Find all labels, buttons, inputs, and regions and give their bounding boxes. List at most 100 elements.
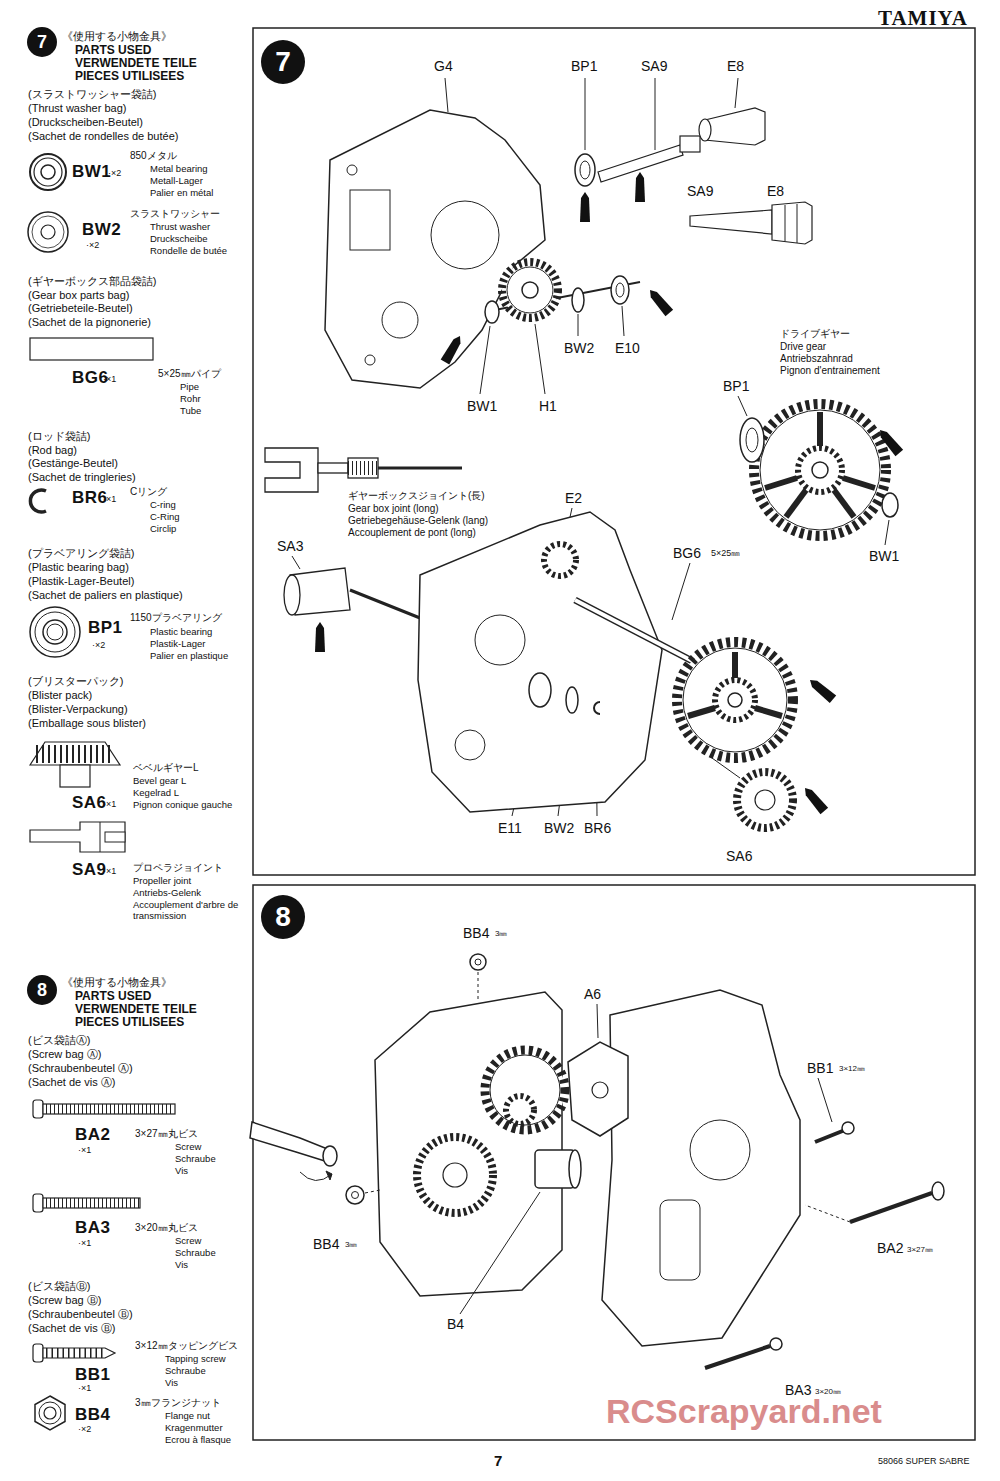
step-panel xyxy=(253,28,975,875)
quantity: ·×1 xyxy=(103,374,116,384)
leader-line xyxy=(326,1171,332,1180)
part-code: BG6 xyxy=(72,368,108,388)
gear-parts xyxy=(882,493,898,517)
grease-marker xyxy=(807,676,836,703)
part-note: Schraube xyxy=(165,1366,206,1377)
leader-line xyxy=(622,306,624,336)
gearbox-housing xyxy=(594,702,600,714)
gearbox-housing xyxy=(737,772,793,828)
part-note: (Screw bag Ⓐ) xyxy=(28,1048,101,1061)
callout-label: SA6 xyxy=(725,848,753,864)
part-note: Screw xyxy=(175,1236,201,1247)
gearbox-housing xyxy=(660,1200,700,1280)
gearbox-housing xyxy=(485,1050,565,1130)
gear-box-joint xyxy=(265,448,318,492)
part-note: Plastik-Lager xyxy=(150,639,205,650)
part-note: (Druckscheiben-Beutel) xyxy=(28,116,143,129)
leader-line xyxy=(655,78,656,150)
grease-marker xyxy=(646,287,673,316)
gearbox-housing xyxy=(569,1150,581,1188)
part-note: Vis xyxy=(175,1166,188,1177)
callout-label: SA9 xyxy=(686,183,714,199)
callout-label: E11 xyxy=(497,820,523,836)
part-note: Flange nut xyxy=(165,1411,210,1422)
part-note: 1150プラベアリング xyxy=(130,612,222,624)
gearbox-housing xyxy=(365,355,375,365)
gearbox-housing xyxy=(375,992,562,1296)
gearbox-housing xyxy=(677,642,793,758)
part-note: プロペラジョイント xyxy=(133,862,223,874)
screw xyxy=(705,1346,770,1368)
dimension-label: 5×25㎜ xyxy=(710,548,741,558)
gear-parts xyxy=(485,301,499,323)
gear-parts xyxy=(834,490,854,517)
section-heading: VERWENDETE TEILE xyxy=(75,1003,197,1017)
step-number-circle: 8 xyxy=(27,975,57,1005)
part-note: Schraube xyxy=(175,1154,216,1165)
part-code: SA9 xyxy=(72,860,107,880)
gearbox-housing xyxy=(728,693,742,707)
part-icon xyxy=(35,1396,65,1430)
part-icon xyxy=(43,620,67,644)
part-note: (ビス袋詰Ⓑ) xyxy=(28,1280,90,1293)
grease-marker xyxy=(315,172,903,814)
part-code: BB1 xyxy=(75,1365,111,1385)
gearbox-housing xyxy=(490,1055,560,1125)
callout-label: SA9 xyxy=(640,58,668,74)
callout-label: E2 xyxy=(564,490,583,506)
section-heading: PIECES UTILISEES xyxy=(75,1016,184,1030)
gear-parts xyxy=(798,448,842,492)
gearbox-housing xyxy=(346,1186,364,1204)
step-number-circle: 7 xyxy=(27,27,57,57)
leader-line xyxy=(292,556,300,569)
part-note: Gear box joint (long) xyxy=(348,503,439,515)
grease-marker xyxy=(441,334,465,365)
part-icon xyxy=(30,822,125,852)
part-code: BP1 xyxy=(88,618,123,638)
callout-label: BP1 xyxy=(570,58,598,74)
leader-line xyxy=(738,396,747,416)
gear-box-joint xyxy=(378,467,462,470)
leader-line xyxy=(460,1192,540,1314)
part-note: Rohr xyxy=(180,394,201,405)
callout-label: A6 xyxy=(583,986,602,1002)
part-icon xyxy=(35,612,75,652)
callout-label: BA2 xyxy=(876,1240,904,1256)
callout-label: BP1 xyxy=(722,378,750,394)
callout-label: B4 xyxy=(446,1316,465,1332)
quantity: ·×1 xyxy=(103,799,116,809)
gearbox-housing xyxy=(575,600,700,665)
gearbox-housing xyxy=(347,165,357,175)
quantity: ·×2 xyxy=(108,168,121,178)
leader-line xyxy=(597,1004,598,1038)
gearbox-housing xyxy=(431,201,499,269)
gear-parts xyxy=(616,283,624,297)
quantity: ·×2 xyxy=(86,240,99,250)
part-note: (Plastic bearing bag) xyxy=(28,561,129,574)
leader-line xyxy=(535,324,545,394)
brand-logo: TAMIYA xyxy=(878,6,968,30)
gearbox-housing xyxy=(418,512,662,812)
gear-box-joint xyxy=(318,463,348,473)
quantity: ·×1 xyxy=(103,866,116,876)
section-heading: VERWENDETE TEILE xyxy=(75,57,197,71)
part-note: ギヤーボックスジョイント(長) xyxy=(348,490,485,502)
part-note: Propeller joint xyxy=(133,876,191,887)
gear-parts xyxy=(754,404,886,536)
part-icon xyxy=(33,1194,43,1212)
part-note: スラストワッシャー xyxy=(130,208,220,220)
part-note: (Blister pack) xyxy=(28,689,92,702)
part-code: BB4 xyxy=(75,1405,111,1425)
part-note: (ギヤーボックス部品袋詰) xyxy=(28,275,156,288)
part-note: Accouplement de pont (long) xyxy=(348,527,476,539)
section-heading: PARTS USED xyxy=(75,990,151,1004)
leader-line xyxy=(885,520,889,545)
part-icon xyxy=(47,624,63,640)
part-note: Accouplement d'arbre de transmission xyxy=(133,900,243,922)
quantity: ·×2 xyxy=(92,640,105,650)
part-note: (Sachet de vis Ⓐ) xyxy=(28,1076,115,1089)
part-icon xyxy=(34,158,62,186)
callout-label: H1 xyxy=(538,398,558,414)
part-note: C-Ring xyxy=(150,512,180,523)
gear-parts xyxy=(843,478,875,488)
